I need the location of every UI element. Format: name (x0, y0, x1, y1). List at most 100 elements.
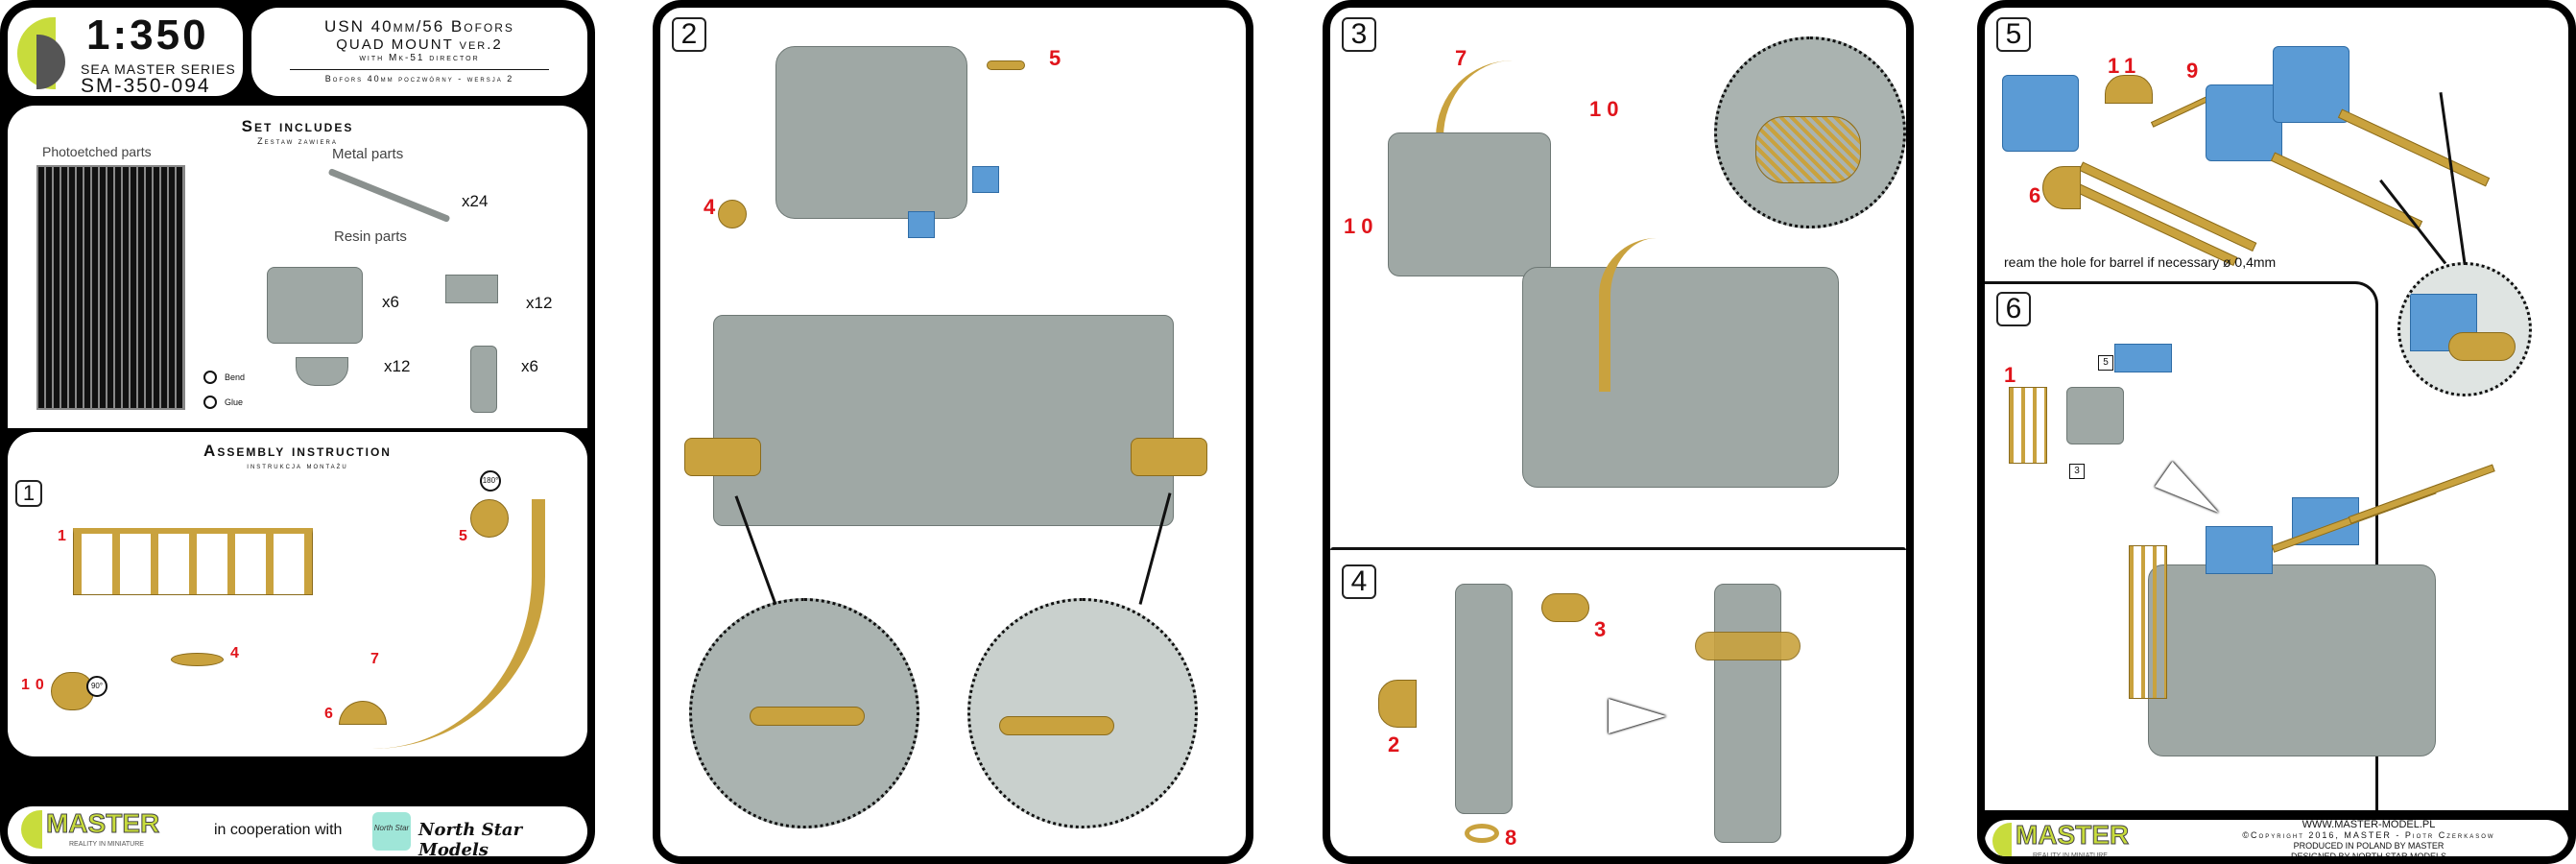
steps-5-6-panel: 5 11 9 6 ream the hole for barrel if nec… (1977, 0, 2576, 864)
master-tagline: REALITY IN MINIATURE (69, 841, 144, 848)
detail-circle-right (967, 598, 1198, 828)
footer-right: MASTER REALITY IN MINIATURE WWW.MASTER-M… (1985, 819, 2568, 861)
arrow (2439, 92, 2467, 264)
breech-blue (2002, 75, 2079, 152)
resin-gun-breech-part (445, 275, 498, 303)
mount-small (2066, 387, 2124, 444)
seat-left (684, 438, 761, 476)
part-number: 9 (2186, 59, 2205, 83)
photoetched-fret (36, 165, 185, 410)
guns-complete (2206, 526, 2273, 574)
guns-small (2114, 344, 2172, 372)
part-7-arc (372, 499, 545, 749)
title-line-3: with Mk-51 director (359, 53, 480, 63)
step-2-badge: 2 (672, 17, 706, 52)
ream-note: ream the hole for barrel if necessary ø … (2004, 254, 2277, 270)
sub-step-ref: 5 (2098, 355, 2113, 371)
bracket-blue (972, 166, 999, 193)
detail-circle (1714, 36, 1906, 228)
cover-panel: 1:350 SEA MASTER SERIES SM-350-094 USN 4… (0, 0, 595, 864)
footer-left: MASTER REALITY IN MINIATURE in cooperati… (8, 806, 587, 860)
part-number: 8 (1505, 826, 1523, 850)
photoetched-label: Photoetched parts (42, 144, 152, 159)
master-logo-icon (1992, 823, 2012, 856)
master-brand: MASTER (45, 808, 160, 839)
title-line-2: QUAD MOUNT ver.2 (336, 36, 503, 53)
part-number: 2 (1388, 732, 1406, 756)
assembly-title: Assembly instruction (203, 442, 392, 460)
part-11 (2105, 75, 2153, 104)
master-logo-icon (21, 810, 42, 849)
title-box: USN 40mm/56 Bofors QUAD MOUNT ver.2 with… (251, 8, 587, 96)
resin-bracket-qty: x12 (384, 357, 411, 375)
breech-assembled (2206, 84, 2282, 161)
breech-assembled (2273, 46, 2349, 123)
step-5-badge: 5 (1996, 17, 2031, 52)
part-number: 4 (230, 645, 245, 661)
part-number: 6 (324, 706, 339, 722)
website-link[interactable]: WWW.MASTER-MODEL.PL (2302, 819, 2436, 830)
part-7 (1436, 60, 1522, 166)
scale-box: 1:350 SEA MASTER SERIES SM-350-094 (8, 8, 243, 97)
resin-director-qty: x6 (521, 357, 538, 375)
master-tagline: REALITY IN MINIATURE (2033, 852, 2108, 859)
director-part (1455, 584, 1513, 814)
part-number: 10 (1589, 97, 1625, 121)
title-line-1: USN 40mm/56 Bofors (324, 17, 514, 36)
part-7-installed (1599, 238, 1657, 392)
resin-bracket-part (296, 357, 348, 386)
part-3 (1541, 593, 1589, 622)
resin-parts-label: Resin parts (334, 228, 407, 245)
part-5 (987, 60, 1025, 70)
part-number: 4 (704, 195, 722, 219)
metal-parts-label: Metal parts (332, 146, 404, 162)
product-code: SM-350-094 (81, 75, 211, 97)
mount-complete (2148, 564, 2436, 756)
part-8-ring (1465, 824, 1499, 843)
step-1-badge: 1 (15, 480, 42, 507)
bend-legend-label: Bend (225, 372, 246, 382)
steps-3-4-panel: 3 7 10 10 4 3 2 8 (1323, 0, 1914, 864)
arrow (2379, 179, 2447, 265)
metal-parts-qty: x24 (462, 192, 489, 210)
cooperation-text: in cooperation with (214, 822, 343, 838)
copyright: ©Copyright 2016, MASTER - Piotr Czerkaso… (2242, 830, 2495, 840)
part-number: 10 (21, 677, 50, 693)
scale-label: 1:350 (86, 12, 209, 59)
seat-right (1131, 438, 1207, 476)
produced-by: PRODUCED IN POLAND BY MASTER (2293, 841, 2445, 851)
part-4 (171, 653, 224, 666)
step-4-badge: 4 (1342, 564, 1376, 599)
set-includes-title: Set includes (241, 117, 354, 135)
director-assembled (1714, 584, 1781, 843)
assembly-section: Assembly instruction instrukcja montażu … (8, 432, 587, 756)
barrel (2337, 108, 2491, 187)
step-3-badge: 3 (1342, 17, 1376, 52)
designed-by: DESIGNED BY NORTH STAR MODELS (2290, 852, 2447, 861)
resin-breech-qty: x12 (526, 294, 553, 312)
sub-step-ref: 3 (2069, 464, 2085, 479)
part-number: 6 (2029, 183, 2047, 207)
next-arrow-icon (1609, 699, 1666, 733)
glue-legend-label: Glue (225, 397, 244, 407)
barrel (2270, 152, 2423, 230)
resin-mount-qty: x6 (382, 293, 399, 311)
set-includes-section: Set includes Zestaw zawiera Photoetched … (8, 106, 587, 428)
railing-part-1 (73, 528, 313, 595)
glue-icon (203, 396, 217, 409)
north-star-brand: North Star Models (418, 820, 523, 860)
part-number: 1 (58, 528, 72, 544)
part-number: 10 (1344, 214, 1379, 238)
mount-upper-view (775, 46, 967, 219)
part-number: 5 (1049, 46, 1067, 70)
bracket-blue (908, 211, 935, 238)
part-6 (2042, 166, 2081, 209)
north-star-logo: North Star (372, 812, 411, 851)
angle-marker: 90° (86, 676, 107, 697)
part-number: 3 (1594, 617, 1612, 641)
part-4 (718, 200, 747, 228)
footer-credits: WWW.MASTER-MODEL.PL ©Copyright 2016, MAS… (2177, 819, 2561, 861)
part-number: 7 (1455, 46, 1473, 70)
mount-large-view (1522, 267, 1839, 488)
assembly-subtitle: instrukcja montażu (247, 461, 348, 470)
